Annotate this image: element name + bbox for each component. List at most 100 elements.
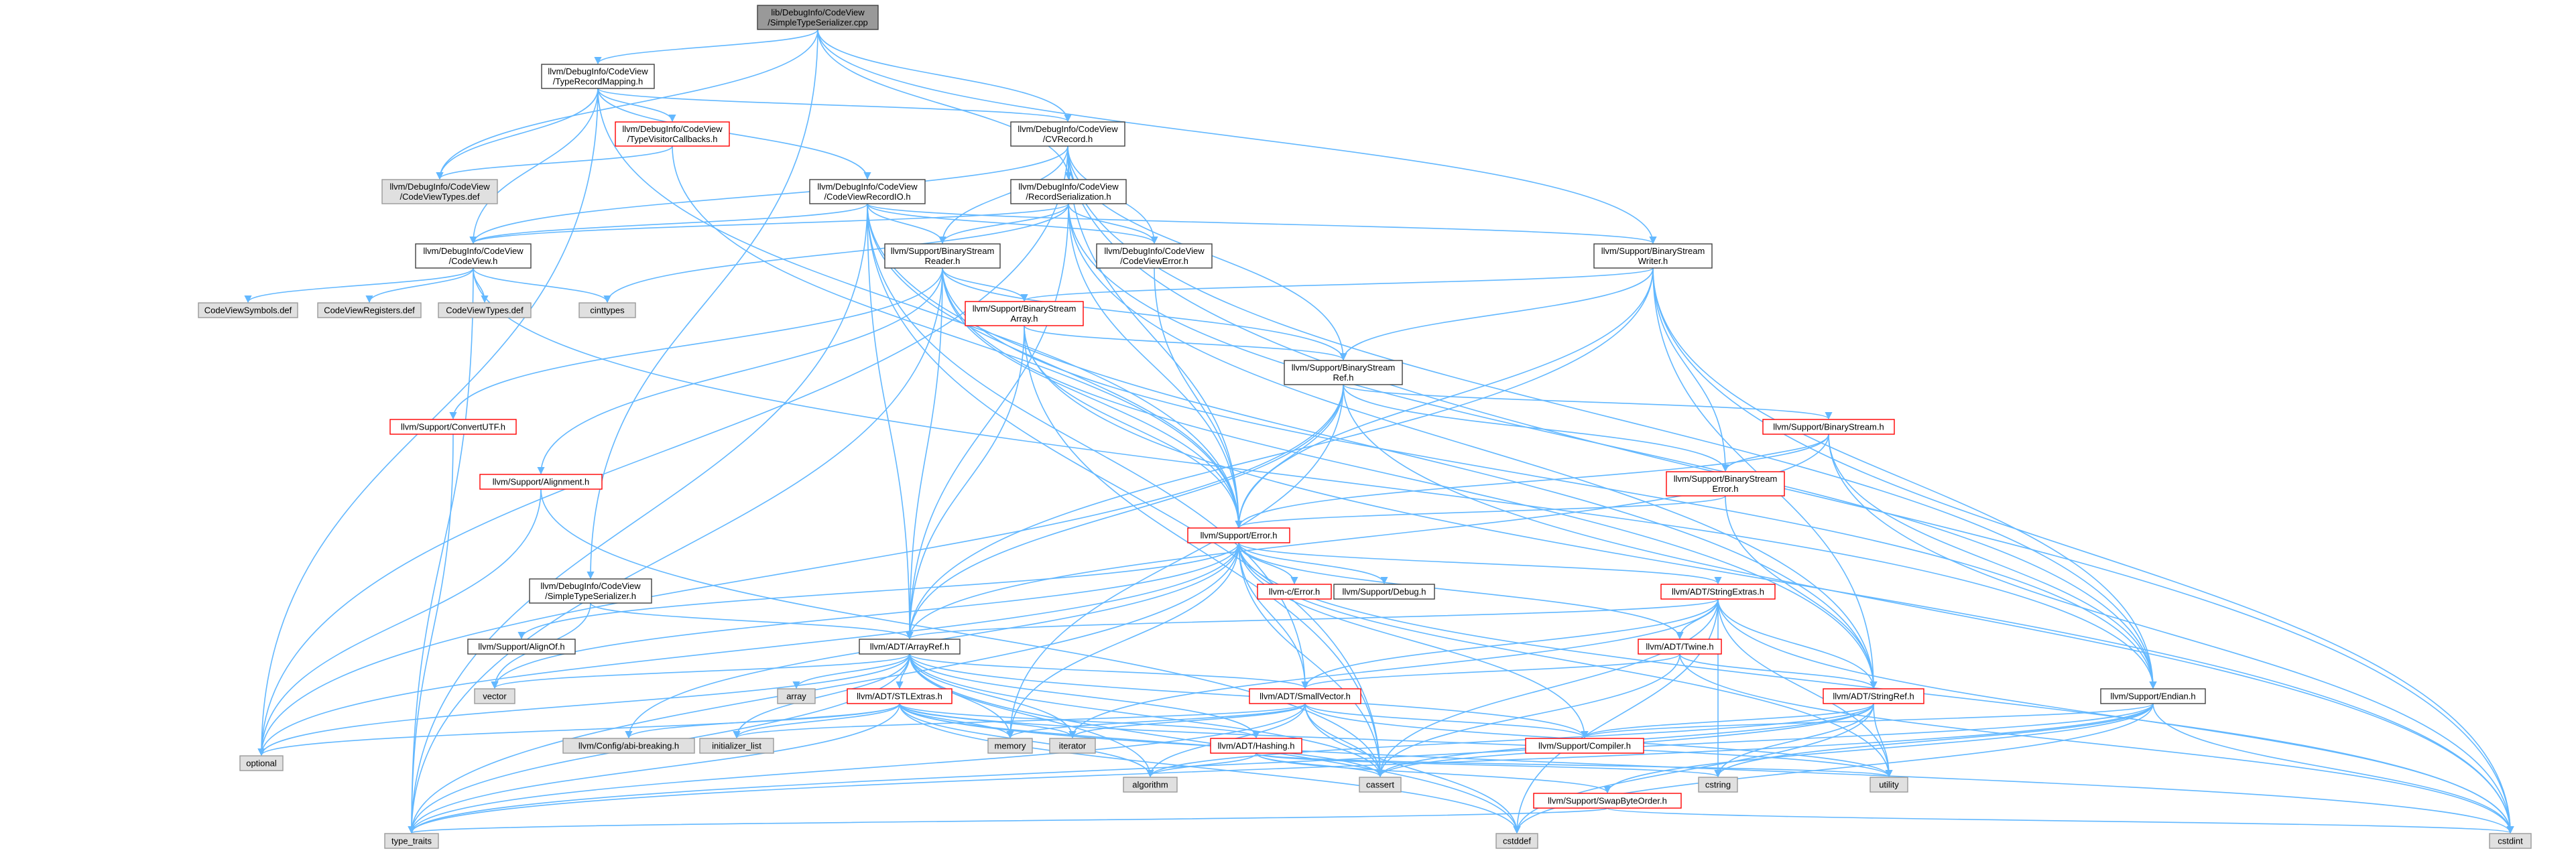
node-array[interactable]: array bbox=[777, 688, 816, 704]
edge-arrayref-to-hashing bbox=[909, 653, 1260, 739]
node-stlextras[interactable]: llvm/ADT/STLExtras.h bbox=[847, 688, 953, 704]
node-label: type_traits bbox=[391, 836, 432, 846]
node-cvtypesdef2[interactable]: CodeViewTypes.def bbox=[438, 302, 532, 318]
node-hashing[interactable]: llvm/ADT/Hashing.h bbox=[1210, 738, 1302, 754]
node-arrayref[interactable]: llvm/ADT/ArrayRef.h bbox=[859, 639, 961, 655]
node-label: /TypeRecordMapping.h bbox=[553, 76, 643, 86]
node-label: llvm/DebugInfo/CodeView bbox=[548, 66, 648, 76]
edge-hashing-to-cstring bbox=[1255, 752, 1722, 778]
node-bstream[interactable]: llvm/Support/BinaryStream.h bbox=[1762, 419, 1895, 435]
node-cassert[interactable]: cassert bbox=[1359, 777, 1402, 793]
node-cverror[interactable]: llvm/DebugInfo/CodeView/CodeViewError.h bbox=[1096, 243, 1213, 269]
node-compiler[interactable]: llvm/Support/Compiler.h bbox=[1525, 738, 1644, 754]
node-tvc[interactable]: llvm/DebugInfo/CodeView/TypeVisitorCallb… bbox=[615, 121, 730, 147]
node-algorithm[interactable]: algorithm bbox=[1123, 777, 1178, 793]
node-cvsymdef[interactable]: CodeViewSymbols.def bbox=[198, 302, 298, 318]
node-label: llvm/Support/Endian.h bbox=[2110, 692, 2195, 702]
edge-root-to-cvrecord bbox=[817, 29, 1072, 123]
node-label: llvm/ADT/STLExtras.h bbox=[857, 692, 942, 702]
node-sts[interactable]: llvm/DebugInfo/CodeView/SimpleTypeSerial… bbox=[529, 578, 652, 604]
edges-layer bbox=[244, 29, 2514, 834]
node-vector[interactable]: vector bbox=[474, 688, 515, 704]
node-cinttypes[interactable]: cinttypes bbox=[578, 302, 636, 318]
node-initlist[interactable]: initializer_list bbox=[699, 738, 774, 754]
node-box bbox=[757, 5, 879, 30]
edge-cvrecord-to-endian bbox=[1067, 145, 2157, 689]
node-swapbyte[interactable]: llvm/Support/SwapByteOrder.h bbox=[1533, 793, 1682, 809]
node-cvrecord[interactable]: llvm/DebugInfo/CodeView/CVRecord.h bbox=[1010, 121, 1125, 147]
node-optional[interactable]: optional bbox=[239, 755, 284, 771]
node-label: llvm/DebugInfo/CodeView bbox=[423, 246, 524, 256]
edge-error-to-memory bbox=[1006, 542, 1239, 739]
edge-trm-to-cvrecord bbox=[597, 88, 1072, 123]
node-label: /CodeViewRecordIO.h bbox=[824, 192, 910, 202]
node-box bbox=[615, 121, 730, 147]
node-debug[interactable]: llvm/Support/Debug.h bbox=[1333, 584, 1435, 600]
node-box bbox=[239, 755, 284, 771]
node-stringref[interactable]: llvm/ADT/StringRef.h bbox=[1823, 688, 1924, 704]
node-cvrecordio[interactable]: llvm/DebugInfo/CodeView/CodeViewRecordIO… bbox=[809, 179, 926, 204]
edge-trm-to-cvrecordio bbox=[597, 88, 871, 180]
node-box bbox=[474, 688, 515, 704]
node-trm[interactable]: llvm/DebugInfo/CodeView/TypeRecordMappin… bbox=[541, 64, 655, 89]
node-box bbox=[809, 179, 926, 204]
edge-error-to-typetraits bbox=[408, 542, 1239, 834]
edge-twine-to-cstdint bbox=[1679, 653, 2514, 834]
node-box bbox=[389, 419, 517, 435]
node-error[interactable]: llvm/Support/Error.h bbox=[1187, 527, 1290, 543]
edge-error-to-smallvector bbox=[1238, 542, 1309, 689]
edge-smallvector-to-iterator bbox=[1068, 703, 1306, 739]
node-box bbox=[965, 301, 1084, 326]
node-codeview[interactable]: llvm/DebugInfo/CodeView/CodeView.h bbox=[415, 243, 532, 269]
edge-bsreader-to-typetraits bbox=[408, 267, 943, 834]
node-label: llvm/Support/BinaryStream.h bbox=[1773, 422, 1884, 432]
node-cvtypesdef1[interactable]: llvm/DebugInfo/CodeView/CodeViewTypes.de… bbox=[381, 179, 498, 204]
node-cstring[interactable]: cstring bbox=[1698, 777, 1738, 793]
edge-bswriter-to-bserror bbox=[1652, 267, 1729, 472]
node-box bbox=[884, 243, 1001, 269]
node-box bbox=[1762, 419, 1895, 435]
node-label: llvm/Support/Debug.h bbox=[1342, 587, 1426, 597]
edge-bsarray-to-error bbox=[1024, 325, 1243, 529]
node-alignment[interactable]: llvm/Support/Alignment.h bbox=[479, 474, 603, 490]
edge-arrayref-to-vector bbox=[491, 653, 910, 689]
node-cstdint[interactable]: cstdint bbox=[2489, 833, 2532, 849]
edge-root-to-sts bbox=[587, 29, 818, 580]
edge-bsreader-to-convutf bbox=[449, 267, 943, 420]
node-label: llvm-c/Error.h bbox=[1269, 587, 1321, 597]
edge-stlextras-to-typetraits bbox=[408, 703, 900, 834]
node-twine[interactable]: llvm/ADT/Twine.h bbox=[1638, 639, 1722, 655]
node-cstddef[interactable]: cstddef bbox=[1495, 833, 1538, 849]
node-utility[interactable]: utility bbox=[1869, 777, 1908, 793]
edge-cvrecordio-to-typetraits bbox=[408, 203, 868, 834]
edge-convutf-to-typetraits bbox=[408, 434, 454, 834]
edge-bsreader-to-arrayref bbox=[906, 267, 943, 640]
node-label: llvm/Support/Compiler.h bbox=[1538, 741, 1631, 751]
edge-bswriter-to-bsarray bbox=[1020, 267, 1654, 302]
node-cvregdef[interactable]: CodeViewRegisters.def bbox=[317, 302, 422, 318]
node-endian[interactable]: llvm/Support/Endian.h bbox=[2100, 688, 2206, 704]
node-root[interactable]: lib/DebugInfo/CodeView/SimpleTypeSeriali… bbox=[757, 5, 879, 30]
node-box bbox=[1359, 777, 1402, 793]
node-recser[interactable]: llvm/DebugInfo/CodeView/RecordSerializat… bbox=[1010, 179, 1127, 204]
node-smallvector[interactable]: llvm/ADT/SmallVector.h bbox=[1249, 688, 1361, 704]
edge-swapbyte-to-cstdint bbox=[1607, 807, 2514, 834]
node-box bbox=[1495, 833, 1538, 849]
edge-smallvector-to-compiler bbox=[1304, 703, 1589, 739]
node-strextras[interactable]: llvm/ADT/StringExtras.h bbox=[1660, 584, 1776, 600]
node-cerror[interactable]: llvm-c/Error.h bbox=[1257, 584, 1332, 600]
edge-cvrecordio-to-cassert bbox=[867, 203, 1384, 778]
node-iterator[interactable]: iterator bbox=[1049, 738, 1096, 754]
node-memory[interactable]: memory bbox=[987, 738, 1033, 754]
edge-stlextras-to-cstddef bbox=[899, 703, 1521, 834]
node-box bbox=[1666, 471, 1785, 497]
node-alignof[interactable]: llvm/Support/AlignOf.h bbox=[467, 639, 576, 655]
node-typetraits[interactable]: type_traits bbox=[384, 833, 439, 849]
node-convutf[interactable]: llvm/Support/ConvertUTF.h bbox=[389, 419, 517, 435]
node-abibreak[interactable]: llvm/Config/abi-breaking.h bbox=[562, 738, 695, 754]
